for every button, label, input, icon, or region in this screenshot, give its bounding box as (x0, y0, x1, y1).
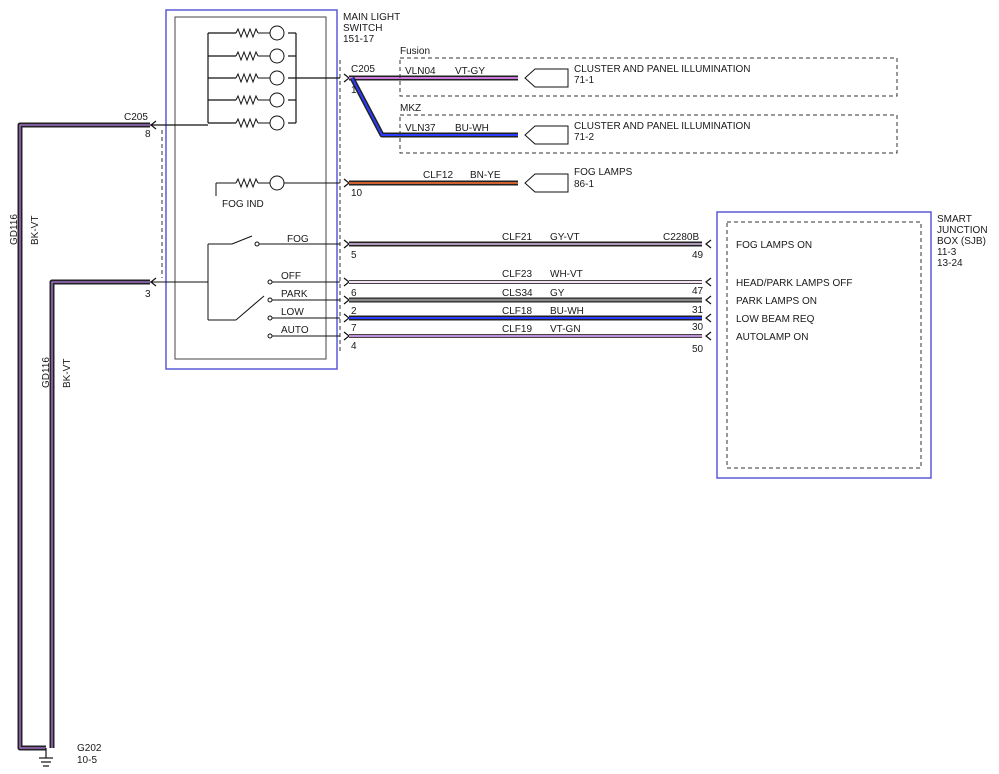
mkz-option-box (399, 114, 898, 154)
plug-mkz (524, 125, 569, 145)
clf18-color: BU-WH (550, 306, 584, 317)
left-pin-8: 8 (145, 129, 151, 140)
vln04-color: VT-GY (455, 66, 485, 77)
vln04-circuit: VLN04 (405, 66, 436, 77)
clf21-circuit: CLF21 (502, 232, 532, 243)
lamp-resistor-row-2 (235, 48, 285, 64)
cls34-color: GY (550, 288, 565, 299)
connector-arrow-left-8 (150, 120, 157, 130)
switch-ref: 151-17 (343, 34, 375, 45)
switch-park-label: PARK (281, 289, 308, 300)
sjb-outer-box (716, 211, 932, 479)
switch-output-arrows (343, 73, 350, 341)
gd116-label-b: GD116 (41, 357, 52, 388)
c205-pin-6: 6 (351, 288, 357, 299)
sjb-input-arrows (705, 239, 712, 341)
c205-pin-5: 5 (351, 250, 357, 261)
bkvt-label-b: BK-VT (62, 359, 73, 388)
sjb-ref-2: 13-24 (937, 258, 963, 269)
switch-title-2: SWITCH (343, 23, 382, 34)
c205-pin-2: 2 (351, 306, 357, 317)
mkz-label: MKZ (400, 103, 421, 114)
clf12-color: BN-YE (470, 170, 501, 181)
mkz-dest: CLUSTER AND PANEL ILLUMINATION (574, 121, 751, 132)
vln37-color: BU-WH (455, 123, 489, 134)
sjb-title-1: SMART (937, 214, 972, 225)
fog-lamps-ref: 86-1 (574, 179, 594, 190)
bkvt-label-a: BK-VT (30, 216, 41, 245)
plug-fog-lamps (524, 173, 569, 193)
switch-contacts (150, 235, 340, 339)
switch-fog-label: FOG (287, 234, 309, 245)
connector-arrow-left-3 (150, 277, 157, 287)
sjb-signal-fog-lamps-on: FOG LAMPS ON (736, 240, 812, 251)
fusion-option-box (399, 57, 898, 97)
c205-right-label: C205 (351, 64, 375, 75)
lamp-resistor-row-4 (235, 92, 285, 108)
sjb-title-2: JUNCTION (937, 225, 988, 236)
main-light-switch-outer-box (165, 9, 338, 370)
clf21-color: GY-VT (550, 232, 580, 243)
vln37-circuit: VLN37 (405, 123, 436, 134)
left-c205-label: C205 (124, 112, 148, 123)
ground-wire-gd116-b (49, 279, 150, 748)
ground-icon (39, 748, 53, 767)
plug-fusion (524, 68, 569, 88)
ground-wire-gd116-a (17, 122, 150, 751)
fusion-ref: 71-1 (574, 75, 594, 86)
left-pin-3: 3 (145, 289, 151, 300)
cls34-circuit: CLS34 (502, 288, 533, 299)
mkz-ref: 71-2 (574, 132, 594, 143)
fusion-dest: CLUSTER AND PANEL ILLUMINATION (574, 64, 751, 75)
switch-off-label: OFF (281, 271, 301, 282)
lamp-resistor-row-5 (235, 115, 285, 131)
sjb-title-3: BOX (SJB) (937, 236, 986, 247)
sjb-pin-50: 50 (692, 344, 704, 355)
fog-lamps-dest: FOG LAMPS (574, 167, 633, 178)
illumination-lamps (150, 32, 340, 126)
sjb-pin-49: 49 (692, 250, 704, 261)
clf19-circuit: CLF19 (502, 324, 532, 335)
c205-pin-1: 1 (351, 85, 357, 96)
clf23-circuit: CLF23 (502, 269, 532, 280)
ground-ref: 10-5 (77, 755, 97, 766)
switch-low-label: LOW (281, 307, 304, 318)
sjb-signal-autolamp-on: AUTOLAMP ON (736, 332, 808, 343)
clf23-color: WH-VT (550, 269, 583, 280)
ground-label: G202 (77, 743, 102, 754)
clf19-color: VT-GN (550, 324, 581, 335)
sjb-ref-1: 11-3 (937, 247, 957, 258)
lamp-resistor-row-1 (235, 25, 285, 41)
wire-vln37 (349, 76, 518, 138)
sjb-connector-label: C2280B (663, 232, 699, 243)
sjb-pin-31: 31 (692, 305, 704, 316)
sjb-inner-box (726, 221, 922, 469)
sjb-signal-low-beam-req: LOW BEAM REQ (736, 314, 815, 325)
c205-pin-4: 4 (351, 341, 357, 352)
fog-indicator-lamp (215, 175, 340, 196)
clf18-circuit: CLF18 (502, 306, 532, 317)
fusion-label: Fusion (400, 46, 430, 57)
clf12-circuit: CLF12 (423, 170, 453, 181)
sjb-signal-park-lamps-on: PARK LAMPS ON (736, 296, 817, 307)
main-light-switch-inner-box (174, 16, 327, 360)
lamp-resistor-row-3 (235, 70, 285, 86)
c205-pin-10: 10 (351, 188, 363, 199)
fog-ind-label: FOG IND (222, 199, 264, 210)
c205-pin-7: 7 (351, 323, 357, 334)
sjb-pin-30: 30 (692, 322, 704, 333)
switch-auto-label: AUTO (281, 325, 309, 336)
switch-title-1: MAIN LIGHT (343, 12, 400, 23)
gd116-label-a: GD116 (9, 214, 20, 245)
sjb-pin-47: 47 (692, 286, 704, 297)
sjb-signal-head-park-off: HEAD/PARK LAMPS OFF (736, 278, 853, 289)
